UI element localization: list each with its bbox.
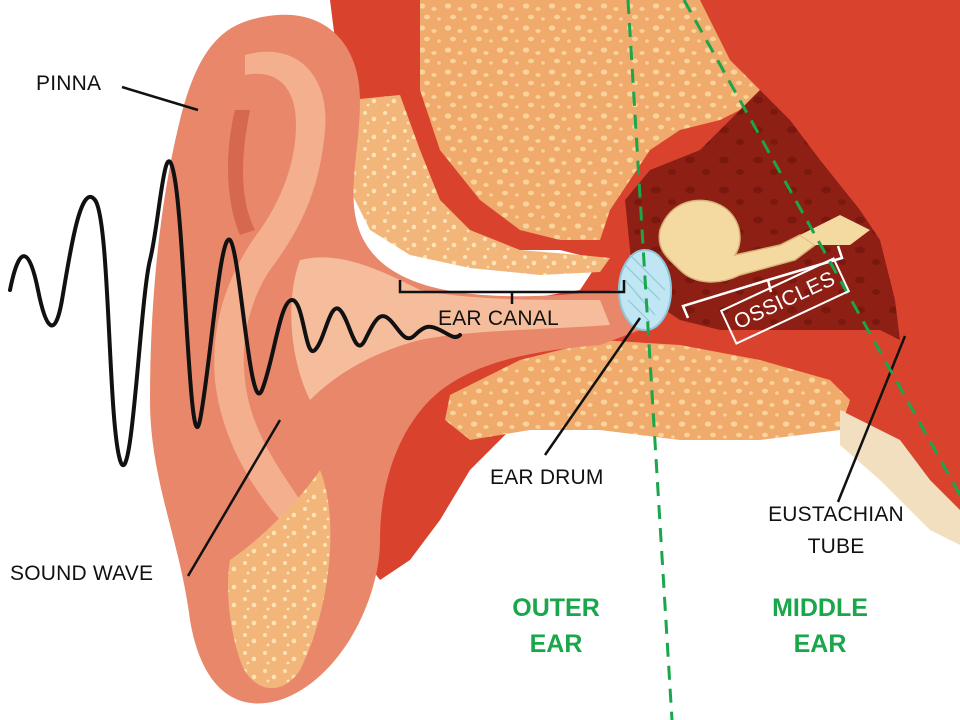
pinna-label: PINNA <box>36 72 102 95</box>
ear-canal-bracket <box>398 280 626 304</box>
pinna-helix <box>214 51 326 520</box>
eustachian-label-line1: EUSTACHIAN <box>768 503 904 526</box>
pinna-shadow <box>228 110 255 235</box>
temporal-bone <box>420 0 760 240</box>
sound-wave-pointer <box>186 419 282 577</box>
ossicles-bracket <box>681 245 844 319</box>
outer-ear-line1: OUTER <box>512 594 600 622</box>
canal-cartilage <box>345 95 610 275</box>
middle-ear-region-label: MIDDLE EAR <box>772 590 868 662</box>
ear-drum-membrane <box>618 249 672 331</box>
middle-ear-line1: MIDDLE <box>772 594 868 622</box>
ossicle-bones <box>658 199 817 283</box>
lower-bone <box>445 340 850 440</box>
eustachian-pointer <box>836 335 907 503</box>
outer-middle-divider <box>626 0 674 720</box>
eustachian-tube <box>840 410 960 545</box>
middle-inner-divider <box>682 0 960 496</box>
eustachian-label-line2: TUBE <box>807 535 865 558</box>
ear-canal-label: EAR CANAL <box>438 307 559 330</box>
ear-drum-label: EAR DRUM <box>490 466 604 489</box>
outer-ear-region-label: OUTER EAR <box>512 590 600 662</box>
outer-ear-line2: EAR <box>529 630 583 658</box>
middle-ear-line2: EAR <box>793 630 847 658</box>
earlobe <box>228 470 331 689</box>
ear-drum-pointer <box>543 317 642 456</box>
pinna-pointer <box>121 85 199 112</box>
sound-wave <box>8 159 462 467</box>
pinna-concha <box>291 257 610 400</box>
sound-wave-label: SOUND WAVE <box>10 562 154 585</box>
